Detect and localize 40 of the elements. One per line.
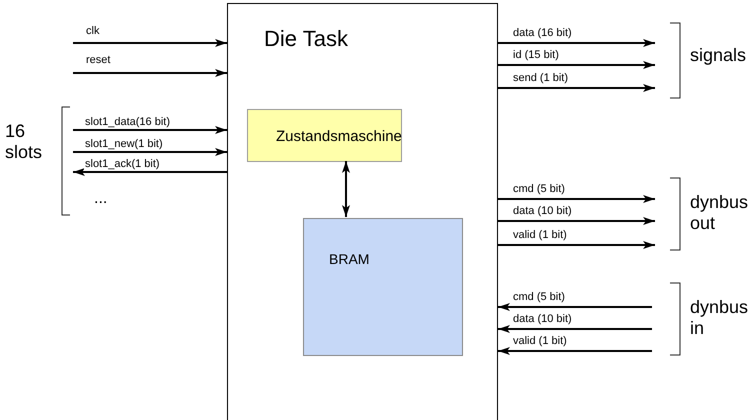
signal-label: slot1_new(1 bit) bbox=[84, 138, 164, 150]
signal-arrow bbox=[73, 148, 227, 156]
signal-label: valid (1 bit) bbox=[512, 335, 568, 347]
signal-label: data (10 bit) bbox=[512, 205, 573, 217]
signal-label: slot1_data(16 bit) bbox=[84, 116, 171, 128]
signal-label: data (10 bit) bbox=[512, 313, 573, 325]
signal-arrow bbox=[498, 61, 655, 69]
signal-arrow bbox=[498, 195, 655, 203]
signal-label: data (16 bit) bbox=[512, 27, 573, 39]
signal-label: valid (1 bit) bbox=[512, 229, 568, 241]
signal-arrow bbox=[498, 39, 655, 47]
task-title: Die Task bbox=[264, 26, 348, 52]
signal-arrow bbox=[498, 241, 655, 249]
signal-label: id (15 bit) bbox=[512, 49, 560, 61]
signal-arrow bbox=[498, 217, 655, 225]
group-label: signals bbox=[690, 45, 748, 66]
ellipsis: ... bbox=[94, 189, 108, 209]
signal-label: cmd (5 bit) bbox=[512, 183, 566, 195]
state-machine-label: Zustandsmaschine bbox=[276, 128, 402, 145]
memory-label: BRAM bbox=[329, 251, 370, 267]
task-box bbox=[227, 3, 498, 420]
signal-arrow bbox=[73, 126, 227, 134]
memory-box bbox=[303, 218, 463, 356]
state-machine-box bbox=[247, 109, 402, 162]
signal-label: clk bbox=[85, 25, 100, 37]
signal-arrow bbox=[498, 347, 652, 355]
signal-arrow bbox=[73, 69, 227, 77]
signal-arrow bbox=[73, 168, 227, 176]
signal-label: reset bbox=[85, 54, 112, 66]
signal-arrow bbox=[498, 84, 655, 92]
signal-arrow bbox=[73, 39, 227, 47]
signal-label: send (1 bit) bbox=[512, 72, 570, 84]
group-label: dynbus in bbox=[690, 297, 750, 339]
group-label: 16 slots bbox=[5, 121, 44, 163]
signal-arrow bbox=[498, 325, 652, 333]
signal-label: cmd (5 bit) bbox=[512, 291, 566, 303]
group-label: dynbus out bbox=[690, 192, 750, 234]
signal-arrow bbox=[498, 303, 652, 311]
double-arrow bbox=[342, 161, 350, 217]
signal-label: slot1_ack(1 bit) bbox=[84, 158, 161, 170]
